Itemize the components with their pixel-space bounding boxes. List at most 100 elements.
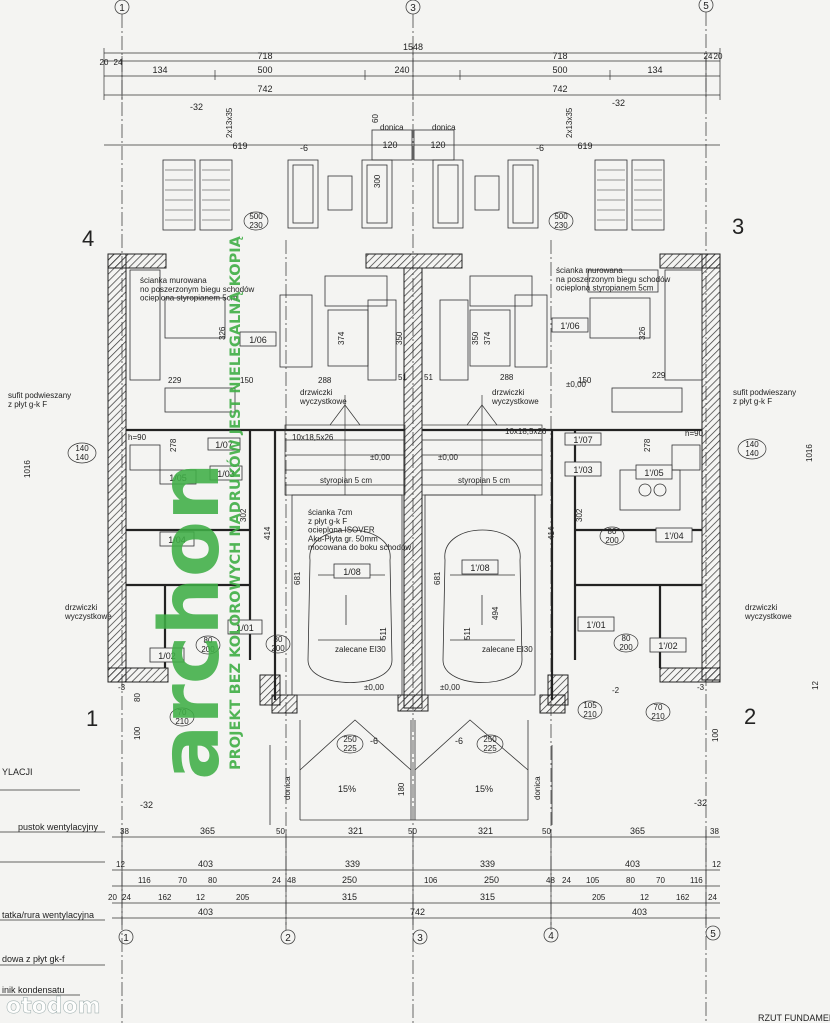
bottom-level-minus32-right: -32 <box>694 798 707 808</box>
dim-120-right: 120 <box>430 140 445 150</box>
room-1b-03: 1'/03 <box>573 465 592 475</box>
dim-100-right: 100 <box>711 728 720 742</box>
text-line: 105 <box>583 701 597 710</box>
dim-742-right: 742 <box>552 84 567 94</box>
bdim-r2-3: 321 <box>348 826 363 836</box>
bdim-r5-7: 205 <box>592 893 606 902</box>
dim-total: 1548 <box>403 42 423 52</box>
text-line: 200 <box>619 643 633 652</box>
room-1b-08: 1'/08 <box>470 563 489 573</box>
text-line: 250 <box>343 735 357 744</box>
bottom-level-minus32-left: -32 <box>140 800 153 810</box>
text-line: 250 <box>483 735 497 744</box>
legend-pustak: pustok wentylacyjny <box>18 822 99 832</box>
text-line: 70 <box>654 703 663 712</box>
bdim-r5-10: 24 <box>708 893 717 902</box>
text-line: 140 <box>75 453 89 462</box>
interior-furniture <box>129 269 703 511</box>
bdim-r4-7: 250 <box>484 875 499 885</box>
dim-229-right: 229 <box>652 371 666 380</box>
dim-24-left: 24 <box>114 58 123 67</box>
grid-axis-label-bottom-5: 5 <box>710 929 716 940</box>
dim-742-left: 742 <box>257 84 272 94</box>
planter-label-right: donica <box>432 123 456 132</box>
bdim-r3-0: 12 <box>116 860 125 869</box>
dim-180: 180 <box>397 782 406 796</box>
text-line: z płyt g-k F <box>733 397 772 406</box>
room-1b-02: 1'/02 <box>658 641 677 651</box>
text-line: no poszerzonym biegu schodów <box>140 285 255 294</box>
text-line: z płyt g-k F <box>308 517 347 526</box>
bdim-r3-3: 339 <box>480 859 495 869</box>
exterior-walls <box>107 253 721 714</box>
level-zero-kitchen: ±0,00 <box>566 380 587 389</box>
planter-label-bottom-right: donica <box>533 776 542 800</box>
dim-511-left: 511 <box>379 627 388 640</box>
stairs-note-right: 2x13x35 <box>565 107 574 138</box>
level-minus3-right: -3 <box>697 683 705 692</box>
bdim-r4-3: 24 <box>272 876 281 885</box>
level-minus3-left: -3 <box>118 683 126 692</box>
dim-134-right: 134 <box>647 65 662 75</box>
dim-100-left: 100 <box>133 726 142 740</box>
dim-414-left: 414 <box>263 526 272 540</box>
bdim-r2-8: 38 <box>710 827 719 836</box>
stairs-note-left: 2x13x35 <box>225 107 234 138</box>
level-minus2: -2 <box>612 686 620 695</box>
level-minus32-right: -32 <box>612 98 625 108</box>
dim-120-left: 120 <box>382 140 397 150</box>
bdim-r4-10: 105 <box>586 876 600 885</box>
bdim-r4-13: 116 <box>690 876 703 885</box>
dim-51-left: 51 <box>398 373 407 382</box>
text-line: wyczystkowe <box>744 612 792 621</box>
text-line: ścianka murowana <box>556 266 623 275</box>
text-line: 80 <box>622 634 631 643</box>
text-line: 210 <box>175 717 189 726</box>
stairs-height-left: h=90 <box>128 433 147 442</box>
side-number-1: 1 <box>86 706 98 731</box>
dim-134-left: 134 <box>152 65 167 75</box>
room-1b-06: 1'/06 <box>560 321 579 331</box>
dim-1016-left: 1016 <box>23 460 32 478</box>
dim-374-right: 374 <box>483 331 492 345</box>
dim-80: 80 <box>133 693 142 702</box>
text-line: 500 <box>554 212 568 221</box>
terrace-furniture <box>162 129 665 231</box>
dim-12: 12 <box>811 681 820 690</box>
bdim-r4-0: 116 <box>138 876 151 885</box>
bdim-r4-1: 70 <box>178 876 187 885</box>
watermark-brand: archon <box>143 463 238 780</box>
bdim-r3-4: 403 <box>625 859 640 869</box>
planter-label-left: donica <box>380 123 404 132</box>
stairs-spec-right: 10x18,5x26 <box>505 427 547 436</box>
dim-619-right: 619 <box>577 141 592 151</box>
stairs-spec-left: 10x18,5x26 <box>292 433 334 442</box>
text-line: ocieplona styropianem 5cm <box>140 294 238 303</box>
bdim-r2-2: 50 <box>276 827 285 836</box>
dim-718-right: 718 <box>552 51 567 61</box>
legend-plyta: dowa z płyt gk-f <box>2 954 65 964</box>
text-line: drzwiczki <box>300 388 333 397</box>
bdim-r3-1: 403 <box>198 859 213 869</box>
slope-left: 15% <box>338 784 356 794</box>
dim-278-right: 278 <box>643 438 652 452</box>
text-line: Aku-Płyta gr. 50mm <box>308 534 378 543</box>
slope-right: 15% <box>475 784 493 794</box>
bdim-r6-0: 403 <box>198 907 213 917</box>
text-line: sufit podwieszany <box>733 388 796 397</box>
text-line: wyczystkowe <box>299 397 347 406</box>
dim-326-right: 326 <box>638 326 647 340</box>
level-zero-hall-right: ±0,00 <box>438 453 459 462</box>
bdim-r4-6: 106 <box>424 876 438 885</box>
room-1-03: 1/03 <box>217 469 235 479</box>
